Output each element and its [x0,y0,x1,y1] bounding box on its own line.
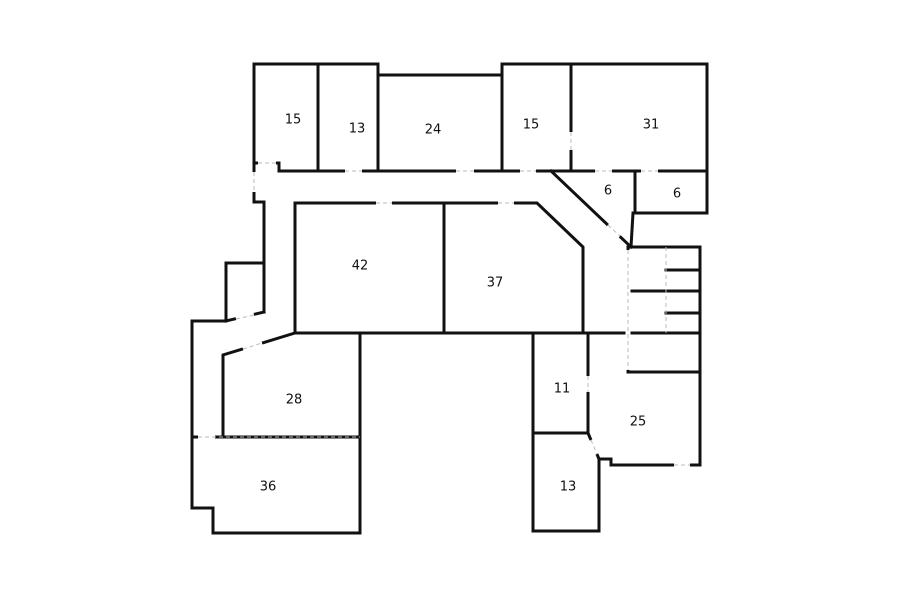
door [590,439,598,455]
room-area-label: 25 [630,415,647,430]
partition [629,211,635,249]
room-area-label: 31 [643,118,660,133]
corridor-wall-south [293,201,585,335]
room-area-label: 15 [285,113,302,128]
room-area-label: 36 [260,480,277,495]
room-area-label: 6 [604,184,612,199]
door [242,342,263,350]
outer-wall-west [190,161,362,535]
room-28-wall [221,331,297,439]
room-area-label: 37 [487,276,504,291]
room-area-label: 11 [554,382,571,397]
room-area-label: 13 [349,122,366,137]
outer-wall-left [252,62,709,215]
room-labels: 15 13 24 15 31 6 6 42 37 28 36 11 25 13 [260,113,681,495]
room-area-label: 15 [523,118,540,133]
door [235,314,255,320]
room-area-label: 13 [560,480,577,495]
small-rooms-block [531,245,702,533]
doors [198,132,690,468]
room-area-label: 28 [286,393,303,408]
room-area-label: 24 [425,123,442,138]
door [607,224,621,237]
room-area-label: 42 [352,259,369,274]
room-area-label: 6 [673,187,681,202]
